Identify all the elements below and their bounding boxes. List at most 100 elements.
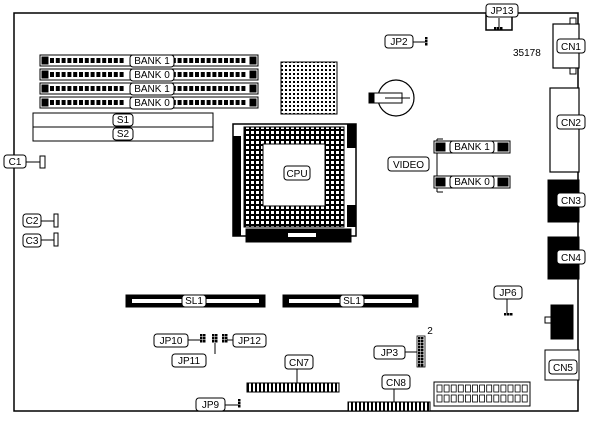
capacitor-label-callout: C2 bbox=[22, 213, 42, 228]
power-pin bbox=[493, 384, 500, 393]
power-pin bbox=[464, 394, 471, 403]
slot-label-callout: SL1 bbox=[339, 294, 365, 308]
simm-pin bbox=[84, 58, 89, 63]
simm-pin bbox=[229, 86, 234, 91]
simm-pin bbox=[61, 58, 66, 63]
simm-pin bbox=[108, 86, 112, 91]
simm-pin bbox=[235, 58, 240, 63]
connector-screw bbox=[544, 316, 552, 324]
simm-pin bbox=[195, 72, 199, 77]
bank-label-callout: BANK 0 bbox=[129, 68, 175, 82]
simm-pin bbox=[108, 72, 112, 77]
simm-pin bbox=[177, 86, 182, 91]
simm-latch bbox=[41, 70, 49, 79]
simm-pin bbox=[84, 100, 89, 105]
simm-pin bbox=[73, 100, 78, 105]
jumper-label: JP12 bbox=[238, 336, 261, 347]
amp-label: AMP bbox=[324, 232, 346, 243]
capacitor-body bbox=[39, 155, 46, 169]
simm-pin bbox=[200, 72, 205, 77]
power-pin bbox=[457, 394, 464, 403]
slot-label-callout: SL1 bbox=[181, 294, 207, 308]
connector-screw bbox=[569, 67, 577, 75]
bank-label: BANK 0 bbox=[134, 98, 170, 109]
bank-label-callout: BANK 1 bbox=[129, 54, 175, 68]
jumper-jp6 bbox=[504, 313, 513, 316]
jp3-pin-label: 2 bbox=[427, 326, 433, 337]
bank-label: BANK 1 bbox=[134, 56, 170, 67]
simm-pin bbox=[102, 72, 107, 77]
simm-pin bbox=[79, 100, 83, 105]
connector-label-callout: CN1 bbox=[556, 38, 586, 54]
jumper-label-callout: JP6 bbox=[493, 285, 523, 300]
simm-pin bbox=[212, 72, 217, 77]
simm-pin bbox=[229, 100, 234, 105]
connector-label-callout: CN7 bbox=[284, 354, 314, 370]
simm-pin bbox=[189, 86, 194, 91]
simm-pin bbox=[90, 86, 95, 91]
simm-pin bbox=[235, 72, 240, 77]
simm-pin bbox=[61, 72, 66, 77]
simm-pin bbox=[90, 100, 95, 105]
simm-pin bbox=[183, 86, 188, 91]
connector-label-callout: CN2 bbox=[556, 114, 586, 130]
capacitor-label: C2 bbox=[26, 216, 39, 227]
power-pin bbox=[486, 394, 493, 403]
battery-clip-end bbox=[368, 92, 375, 104]
simm-pin bbox=[218, 100, 223, 105]
cpu-lever bbox=[233, 136, 241, 236]
simm-pin bbox=[102, 58, 107, 63]
capacitor-label-callout: C3 bbox=[22, 233, 42, 248]
power-pin bbox=[450, 394, 457, 403]
simm-pin bbox=[113, 100, 118, 105]
simm-pin bbox=[50, 58, 54, 63]
simm-pin bbox=[200, 58, 205, 63]
jumper-label-callout: JP9 bbox=[195, 397, 226, 412]
simm-latch bbox=[249, 70, 257, 79]
simm-pin bbox=[241, 86, 246, 91]
jumper-label: JP11 bbox=[178, 356, 200, 367]
simm-pin bbox=[79, 72, 83, 77]
simm-pin bbox=[212, 86, 217, 91]
socket-label: S2 bbox=[117, 129, 130, 140]
connector-screw bbox=[569, 17, 577, 25]
simm-pin bbox=[50, 100, 54, 105]
slot-label: SL1 bbox=[185, 296, 203, 307]
simm-pin bbox=[195, 86, 199, 91]
jumper-label: JP6 bbox=[499, 288, 517, 299]
simm-latch bbox=[41, 98, 49, 107]
video-bank-label-callout: BANK 0 bbox=[449, 175, 495, 189]
bank-label: BANK 0 bbox=[134, 70, 170, 81]
power-pin bbox=[500, 394, 507, 403]
power-pin bbox=[521, 394, 528, 403]
simm-pin bbox=[90, 58, 95, 63]
power-pin bbox=[507, 384, 514, 393]
simm-pin bbox=[73, 86, 78, 91]
simm-pin bbox=[108, 100, 112, 105]
simm-latch bbox=[249, 56, 257, 65]
simm-pin bbox=[79, 86, 83, 91]
video-bank-latch bbox=[435, 142, 446, 152]
simm-pin bbox=[55, 58, 60, 63]
socket-label-callout: S1 bbox=[112, 113, 134, 127]
simm-pin bbox=[189, 72, 194, 77]
simm-pin bbox=[119, 100, 124, 105]
simm-pin bbox=[224, 58, 228, 63]
simm-pin bbox=[177, 72, 182, 77]
power-pin bbox=[486, 384, 493, 393]
slot-label: SL1 bbox=[343, 296, 361, 307]
jumper-label-callout: JP2 bbox=[384, 34, 414, 49]
cpu-socket-tab bbox=[347, 124, 356, 148]
bank-label: BANK 1 bbox=[134, 84, 170, 95]
simm-pin bbox=[113, 86, 118, 91]
simm-pin bbox=[102, 86, 107, 91]
power-pin bbox=[507, 394, 514, 403]
jumper-jp11 bbox=[212, 334, 218, 343]
video-bank-label: BANK 1 bbox=[454, 142, 490, 153]
simm-pin bbox=[73, 72, 78, 77]
power-pin bbox=[479, 394, 486, 403]
capacitor-label: C3 bbox=[26, 236, 39, 247]
simm-pin bbox=[102, 100, 107, 105]
simm-pin bbox=[67, 100, 72, 105]
connector-label: CN2 bbox=[561, 118, 581, 129]
